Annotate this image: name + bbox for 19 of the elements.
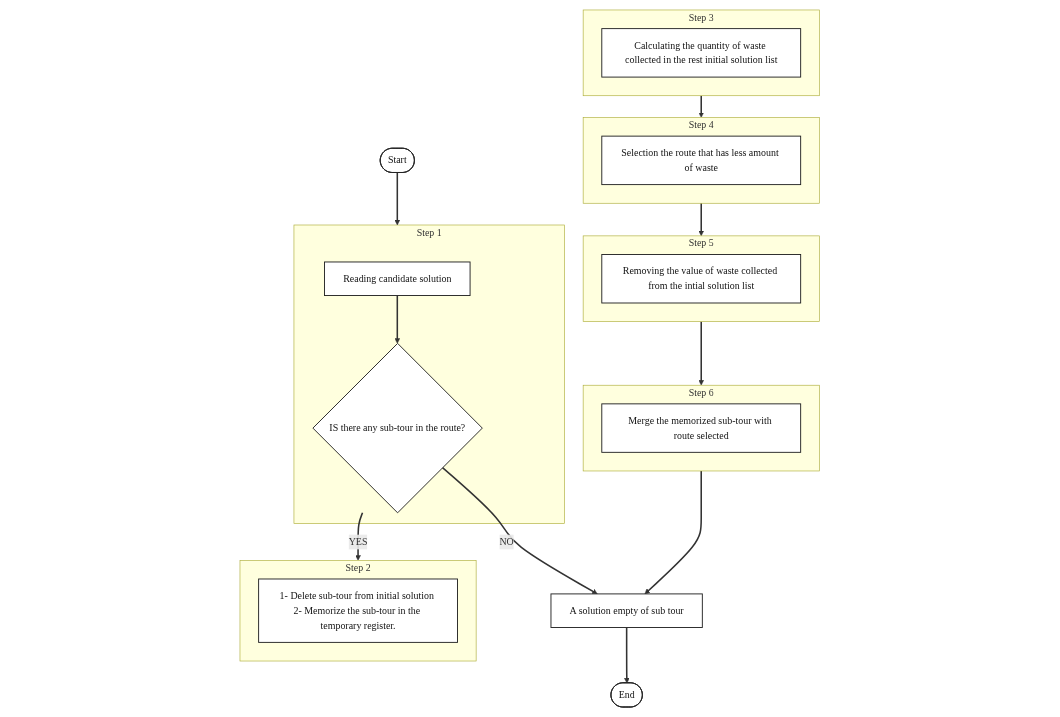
- edge-label: NO: [499, 536, 515, 547]
- node-diamond: IS there any sub-tour in the route?: [312, 342, 484, 514]
- arrow: [698, 94, 705, 118]
- arrow: [698, 202, 705, 237]
- arrow: [394, 294, 401, 344]
- node-box: Reading candidate solution: [324, 261, 471, 296]
- node-box: 1- Delete sub-tour from initial solution 2- Memorize the sub-tour in the temporary register.: [258, 578, 459, 643]
- arrow: [442, 466, 598, 595]
- arrow: [624, 626, 630, 684]
- edge-label: YES: [349, 536, 368, 547]
- node-box: Calculating the quantity of waste collected in the rest initial solution list: [601, 28, 802, 78]
- node-box: A solution empty of sub tour: [550, 593, 704, 628]
- node-box: Merge the memorized sub-tour with route selected: [601, 403, 802, 453]
- arrow: [698, 320, 705, 386]
- arrow: [645, 470, 703, 595]
- arrow: [394, 171, 401, 226]
- node-box: Removing the value of waste collected from the intial solution list: [601, 254, 802, 304]
- arrow: [355, 512, 364, 561]
- node-box: Selection the route that has less amount of waste: [601, 135, 802, 186]
